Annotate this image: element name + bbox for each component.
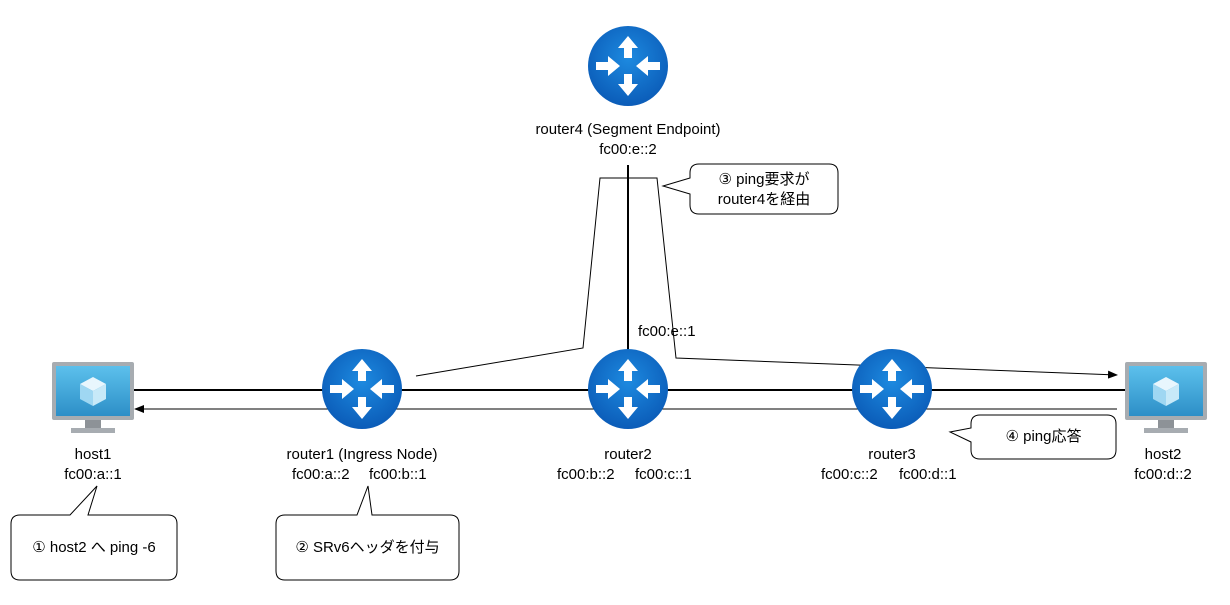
router1-addr-left: fc00:a::2 bbox=[292, 466, 350, 483]
host1-addr: fc00:a::1 bbox=[64, 466, 122, 483]
router3-addr-right: fc00:d::1 bbox=[899, 466, 957, 483]
router2-addr-right: fc00:c::1 bbox=[635, 466, 692, 483]
router1-name: router1 (Ingress Node) bbox=[286, 446, 438, 463]
monitor-host-icon bbox=[1125, 362, 1207, 433]
router-icon bbox=[588, 26, 668, 106]
callout-step3-text-line1: ③ ping要求が bbox=[718, 171, 810, 188]
monitor-host-icon bbox=[52, 362, 134, 433]
router3-name: router3 bbox=[868, 446, 916, 463]
ping-request-path bbox=[415, 177, 1118, 379]
router-icon bbox=[322, 349, 402, 429]
router2-addr-left: fc00:b::2 bbox=[557, 466, 615, 483]
host2-addr: fc00:d::2 bbox=[1134, 466, 1192, 483]
callout-step3-text-line2: router4を経由 bbox=[717, 191, 811, 208]
router3-addr-left: fc00:c::2 bbox=[821, 466, 878, 483]
callout-step1-text: ① host2 へ ping -6 bbox=[32, 539, 156, 556]
router1-addr-right: fc00:b::1 bbox=[369, 466, 427, 483]
callout-step2-text: ② SRv6ヘッダを付与 bbox=[295, 539, 440, 556]
host2-name: host2 bbox=[1144, 446, 1182, 463]
callout-step2 bbox=[275, 485, 460, 581]
router-icon bbox=[852, 349, 932, 429]
router4-name: router4 (Segment Endpoint) bbox=[535, 121, 721, 138]
router4-addr-bottom: fc00:e::1 bbox=[638, 323, 696, 340]
router4-addr-top: fc00:e::2 bbox=[599, 141, 657, 158]
router-icon bbox=[588, 349, 668, 429]
router2-name: router2 bbox=[604, 446, 652, 463]
callout-step4-text: ④ ping応答 bbox=[1005, 428, 1082, 445]
host1-name: host1 bbox=[74, 446, 112, 463]
callout-step4 bbox=[948, 414, 1117, 460]
callout-step1 bbox=[10, 485, 178, 581]
callout-step3 bbox=[661, 163, 839, 215]
